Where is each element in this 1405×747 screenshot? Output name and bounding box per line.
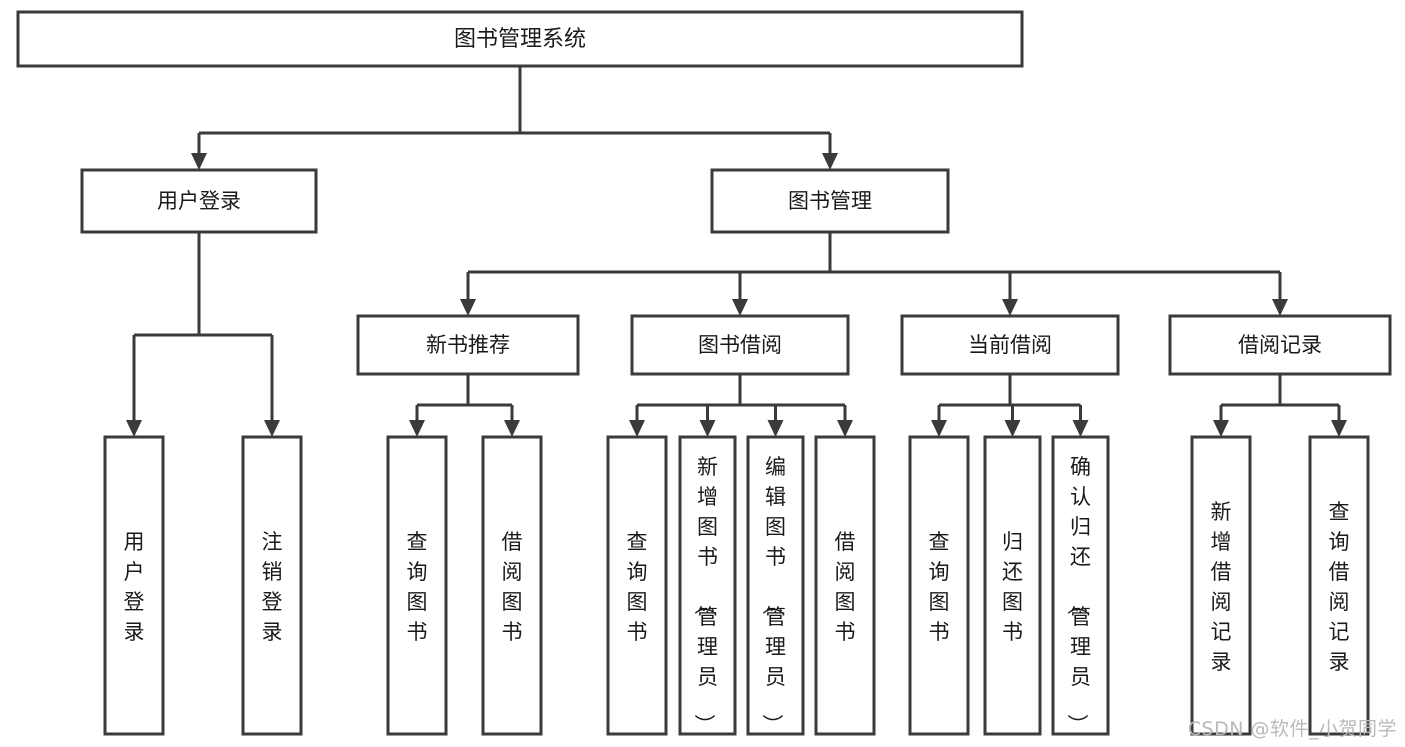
node-leaf-0[interactable]: 用户登录 — [103, 435, 165, 736]
node-leaf-10-label: 确认归还（管理员） — [1065, 455, 1091, 735]
node-leaf-9-rect — [983, 435, 1042, 736]
node-leaf-1[interactable]: 注销登录 — [241, 435, 303, 736]
node-leaf-12-rect — [1308, 435, 1370, 736]
node-level3-1[interactable]: 图书借阅 — [630, 314, 850, 376]
node-leaf-11-label: 新增借阅记录 — [1211, 500, 1232, 674]
node-leaf-8-label: 查询图书 — [929, 530, 950, 644]
node-leaf-8-rect — [908, 435, 970, 736]
node-leaf-8[interactable]: 查询图书 — [908, 435, 970, 736]
node-leaf-9-label: 归还图书 — [1002, 530, 1023, 644]
node-root-book-management-system[interactable]: 图书管理系统 — [16, 10, 1024, 68]
node-level2-0-label: 用户登录 — [157, 189, 241, 213]
node-leaf-3-rect — [481, 435, 543, 736]
node-leaf-6-rect — [746, 435, 805, 736]
node-leaf-7-rect — [814, 435, 876, 736]
node-level3-2-label: 当前借阅 — [968, 333, 1052, 357]
node-level3-2-rect — [900, 314, 1120, 376]
connector-arrow-icon — [264, 420, 280, 437]
connector-arrow-icon — [732, 299, 748, 316]
node-leaf-9[interactable]: 归还图书 — [983, 435, 1042, 736]
node-level3-1-label: 图书借阅 — [698, 333, 782, 357]
node-leaf-7-label: 借阅图书 — [835, 530, 856, 644]
node-level2-1[interactable]: 图书管理 — [710, 168, 950, 234]
node-level3-3-label: 借阅记录 — [1238, 333, 1322, 357]
node-leaf-4-rect — [606, 435, 668, 736]
node-leaf-10-rect — [1051, 435, 1110, 736]
node-level3-0[interactable]: 新书推荐 — [356, 314, 580, 376]
connector-arrow-icon — [460, 299, 476, 316]
node-leaf-5-rect — [678, 435, 737, 736]
node-leaf-6[interactable]: 编辑图书（管理员） — [746, 435, 805, 736]
connector-arrow-icon — [931, 420, 947, 437]
csdn-watermark: CSDN @软件_小贺同学 — [1187, 718, 1397, 740]
node-leaf-1-rect — [241, 435, 303, 736]
connector-arrow-icon — [191, 153, 207, 170]
connector-arrow-icon — [699, 420, 716, 437]
node-level2-1-rect — [710, 168, 950, 234]
connector-layer — [126, 66, 1347, 437]
node-leaf-0-rect — [103, 435, 165, 736]
node-leaf-5-label: 新增图书（管理员） — [692, 455, 718, 735]
node-layer: 图书管理系统用户登录图书管理新书推荐图书借阅当前借阅借阅记录用户登录注销登录查询… — [16, 10, 1392, 736]
node-leaf-7[interactable]: 借阅图书 — [814, 435, 876, 736]
node-leaf-12-label: 查询借阅记录 — [1329, 500, 1350, 674]
connector-arrow-icon — [1072, 420, 1089, 437]
connector-arrow-icon — [837, 420, 853, 437]
node-level3-3[interactable]: 借阅记录 — [1168, 314, 1392, 376]
node-leaf-6-label: 编辑图书（管理员） — [760, 455, 786, 735]
node-leaf-12[interactable]: 查询借阅记录 — [1308, 435, 1370, 736]
connector-arrow-icon — [1213, 420, 1229, 437]
node-level3-2[interactable]: 当前借阅 — [900, 314, 1120, 376]
node-level3-1-rect — [630, 314, 850, 376]
node-leaf-5[interactable]: 新增图书（管理员） — [678, 435, 737, 736]
connector-arrow-icon — [629, 420, 645, 437]
node-level2-1-label: 图书管理 — [788, 189, 872, 213]
connector-arrow-icon — [767, 420, 784, 437]
connector-arrow-icon — [1272, 299, 1288, 316]
node-leaf-11[interactable]: 新增借阅记录 — [1190, 435, 1252, 736]
node-level3-0-rect — [356, 314, 580, 376]
node-leaf-11-rect — [1190, 435, 1252, 736]
node-level3-0-label: 新书推荐 — [426, 333, 510, 357]
node-leaf-2-label: 查询图书 — [407, 530, 428, 644]
node-level2-0[interactable]: 用户登录 — [80, 168, 318, 234]
node-root-book-management-system-label: 图书管理系统 — [454, 27, 586, 52]
node-leaf-3[interactable]: 借阅图书 — [481, 435, 543, 736]
node-level2-0-rect — [80, 168, 318, 234]
node-level3-3-rect — [1168, 314, 1392, 376]
node-leaf-3-label: 借阅图书 — [502, 530, 523, 644]
node-leaf-10[interactable]: 确认归还（管理员） — [1051, 435, 1110, 736]
connector-arrow-icon — [1004, 420, 1021, 437]
connector-arrow-icon — [409, 420, 425, 437]
node-leaf-2-rect — [386, 435, 448, 736]
node-leaf-4-label: 查询图书 — [627, 530, 648, 644]
connector-arrow-icon — [1002, 299, 1018, 316]
node-leaf-0-label: 用户登录 — [124, 530, 145, 644]
connector-arrow-icon — [822, 153, 838, 170]
node-leaf-4[interactable]: 查询图书 — [606, 435, 668, 736]
node-leaf-2[interactable]: 查询图书 — [386, 435, 448, 736]
node-root-book-management-system-rect — [16, 10, 1024, 68]
connector-arrow-icon — [126, 420, 142, 437]
connector-arrow-icon — [504, 420, 520, 437]
node-leaf-1-label: 注销登录 — [262, 530, 283, 644]
connector-arrow-icon — [1331, 420, 1347, 437]
